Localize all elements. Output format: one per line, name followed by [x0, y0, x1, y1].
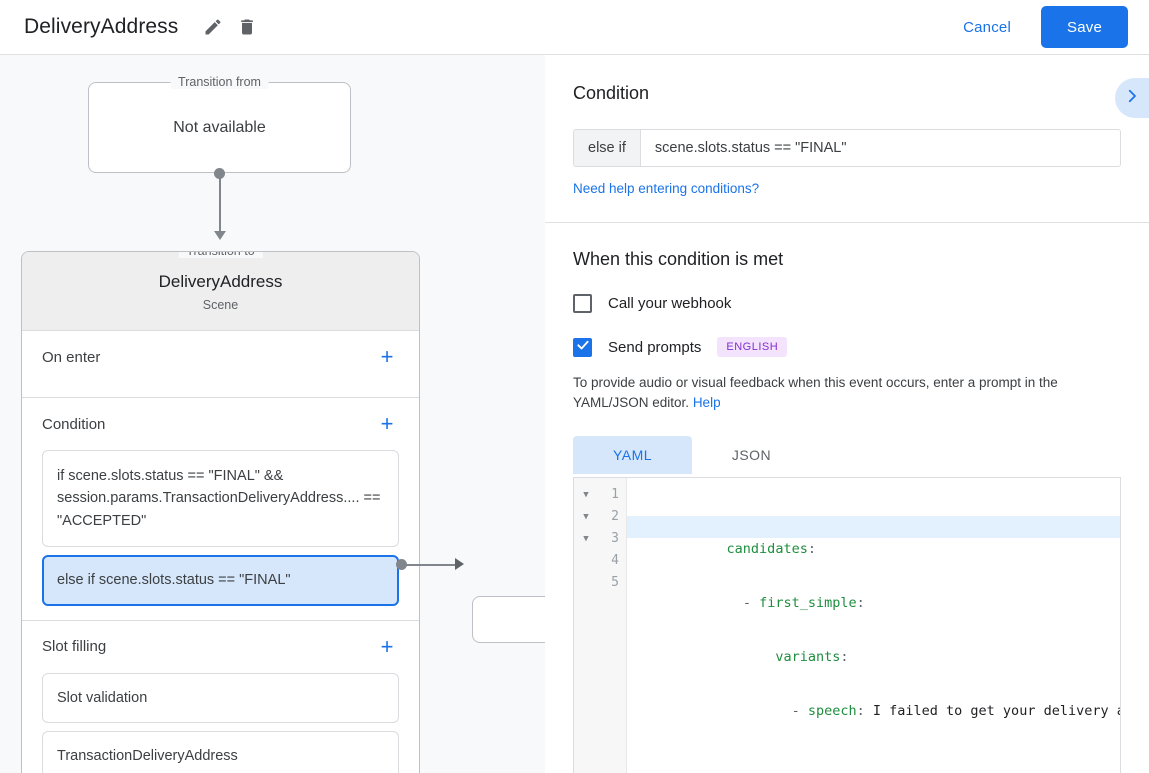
scene-name: DeliveryAddress: [158, 272, 283, 291]
fold-toggle-icon[interactable]: ▼: [583, 533, 589, 544]
scene-type-label: Scene: [202, 298, 239, 312]
prompts-helper-text: To provide audio or visual feedback when…: [573, 373, 1121, 414]
code-line-2: - first_simple:: [627, 570, 1120, 611]
pencil-icon: [203, 17, 223, 37]
code-value: I failed to get your delivery address: [872, 702, 1120, 719]
add-slot-button[interactable]: +: [380, 633, 394, 659]
panel-condition-heading: Condition: [573, 83, 650, 103]
tab-json[interactable]: JSON: [731, 446, 772, 463]
add-condition-button[interactable]: +: [380, 411, 394, 436]
connector-line-horizontal: [401, 564, 457, 566]
prompts-helper-sentence: To provide audio or visual feedback when…: [573, 375, 1058, 411]
send-prompts-label: Send prompts: [608, 338, 702, 356]
code-punct: :: [856, 702, 873, 719]
code-indent: [727, 595, 743, 611]
line-number: 3: [611, 531, 619, 546]
section-header: Slot filling +: [42, 621, 399, 673]
target-node-empty[interactable]: [472, 596, 545, 643]
transition-from-node[interactable]: Transition from Not available: [88, 75, 351, 173]
transition-from-legend: Transition from: [170, 75, 269, 89]
line-number: 4: [611, 553, 619, 568]
section-header: On enter +: [42, 331, 399, 383]
trash-icon: [237, 17, 257, 37]
line-number: 2: [611, 509, 619, 524]
webhook-label: Call your webhook: [608, 295, 732, 312]
code-punct: :: [840, 648, 849, 665]
transition-to-legend: Transition to: [178, 251, 263, 258]
code-punct: :: [856, 594, 865, 611]
gutter-line: ▼1: [574, 484, 626, 506]
editor-format-tabs: YAML JSON: [573, 435, 1121, 474]
details-panel: Condition else if Need help entering con…: [545, 55, 1149, 773]
gutter-line: ▼2: [574, 506, 626, 528]
connector-line-vertical: [219, 173, 221, 233]
check-icon: [576, 338, 590, 357]
connector-arrow-right: [455, 558, 464, 570]
scene-card-header: DeliveryAddress Scene: [22, 252, 419, 331]
prompt-code-editor[interactable]: ▼1 ▼2 ▼3 4 5 candidates: - first_simple:…: [573, 476, 1121, 773]
condition-expression-row: else if: [573, 129, 1121, 167]
send-prompts-checkbox-row[interactable]: Send prompts ENGLISH: [573, 337, 1121, 357]
code-line-4: - speech: I failed to get your delivery …: [627, 678, 1120, 719]
gutter-line: ▼3: [574, 528, 626, 550]
chevron-right-icon: [1123, 87, 1141, 110]
gutter-line: 5: [574, 572, 626, 594]
gutter-line: 4: [574, 550, 626, 572]
section-slot-filling: Slot filling + Slot validation Transacti…: [22, 621, 419, 773]
graph-canvas[interactable]: Transition from Not available Transition…: [0, 55, 545, 773]
panel-condition-section: Condition else if Need help entering con…: [545, 55, 1149, 223]
code-indent: [727, 649, 776, 665]
editor-code-area[interactable]: candidates: - first_simple: variants: - …: [627, 478, 1120, 773]
section-title-slot-filling: Slot filling: [42, 638, 107, 656]
send-prompts-checkbox[interactable]: [573, 337, 592, 357]
line-number: 5: [611, 575, 619, 590]
code-key: candidates: [726, 540, 808, 557]
code-key: speech: [807, 702, 857, 719]
transition-from-value: Not available: [173, 118, 266, 136]
webhook-checkbox[interactable]: [573, 294, 592, 313]
code-line-1: candidates:: [627, 515, 1120, 557]
language-badge: ENGLISH: [717, 337, 788, 357]
section-header: Condition +: [42, 398, 399, 450]
edit-name-button[interactable]: [196, 10, 230, 44]
section-condition: Condition + if scene.slots.status == "FI…: [22, 398, 419, 621]
scene-card: Transition to DeliveryAddress Scene On e…: [21, 251, 420, 773]
condition-help-link[interactable]: Need help entering conditions?: [573, 181, 760, 196]
add-on-enter-button[interactable]: +: [380, 344, 394, 369]
webhook-checkbox-row[interactable]: Call your webhook: [573, 294, 1121, 313]
expand-panel-button[interactable]: [1115, 78, 1149, 118]
code-dash: -: [791, 702, 808, 719]
code-key: variants: [775, 648, 841, 665]
prompts-help-link[interactable]: Help: [692, 395, 721, 411]
condition-item-else-if[interactable]: else if scene.slots.status == "FINAL": [42, 555, 399, 606]
section-title-on-enter: On enter: [42, 348, 101, 366]
tab-yaml[interactable]: YAML: [573, 435, 692, 474]
connector-arrow-down: [214, 231, 226, 240]
section-title-condition: Condition: [42, 415, 106, 433]
panel-when-met-section: When this condition is met Call your web…: [545, 223, 1149, 773]
slot-item-slot-validation[interactable]: Slot validation: [42, 672, 399, 724]
condition-item-if[interactable]: if scene.slots.status == "FINAL" && sess…: [42, 450, 399, 548]
when-met-heading: When this condition is met: [573, 249, 784, 269]
condition-expression-input[interactable]: [640, 130, 1120, 166]
code-dash: -: [742, 594, 760, 611]
slot-item-transaction-delivery-address[interactable]: TransactionDeliveryAddress: [42, 731, 399, 773]
code-line-3: variants:: [627, 624, 1120, 665]
fold-toggle-icon[interactable]: ▼: [583, 511, 589, 522]
code-key: first_simple: [759, 594, 857, 611]
delete-button[interactable]: [230, 10, 264, 44]
editor-gutter: ▼1 ▼2 ▼3 4 5: [574, 477, 627, 773]
page-title: DeliveryAddress: [24, 15, 179, 38]
section-on-enter: On enter +: [22, 331, 419, 398]
code-punct: :: [807, 540, 816, 557]
top-bar: DeliveryAddress Cancel Save: [0, 0, 1149, 55]
fold-toggle-icon[interactable]: ▼: [583, 489, 589, 500]
condition-prefix-label: else if: [574, 130, 641, 166]
line-number: 1: [611, 487, 619, 502]
code-indent: [727, 703, 792, 719]
save-button[interactable]: Save: [1041, 6, 1128, 48]
cancel-button[interactable]: Cancel: [949, 10, 1025, 45]
